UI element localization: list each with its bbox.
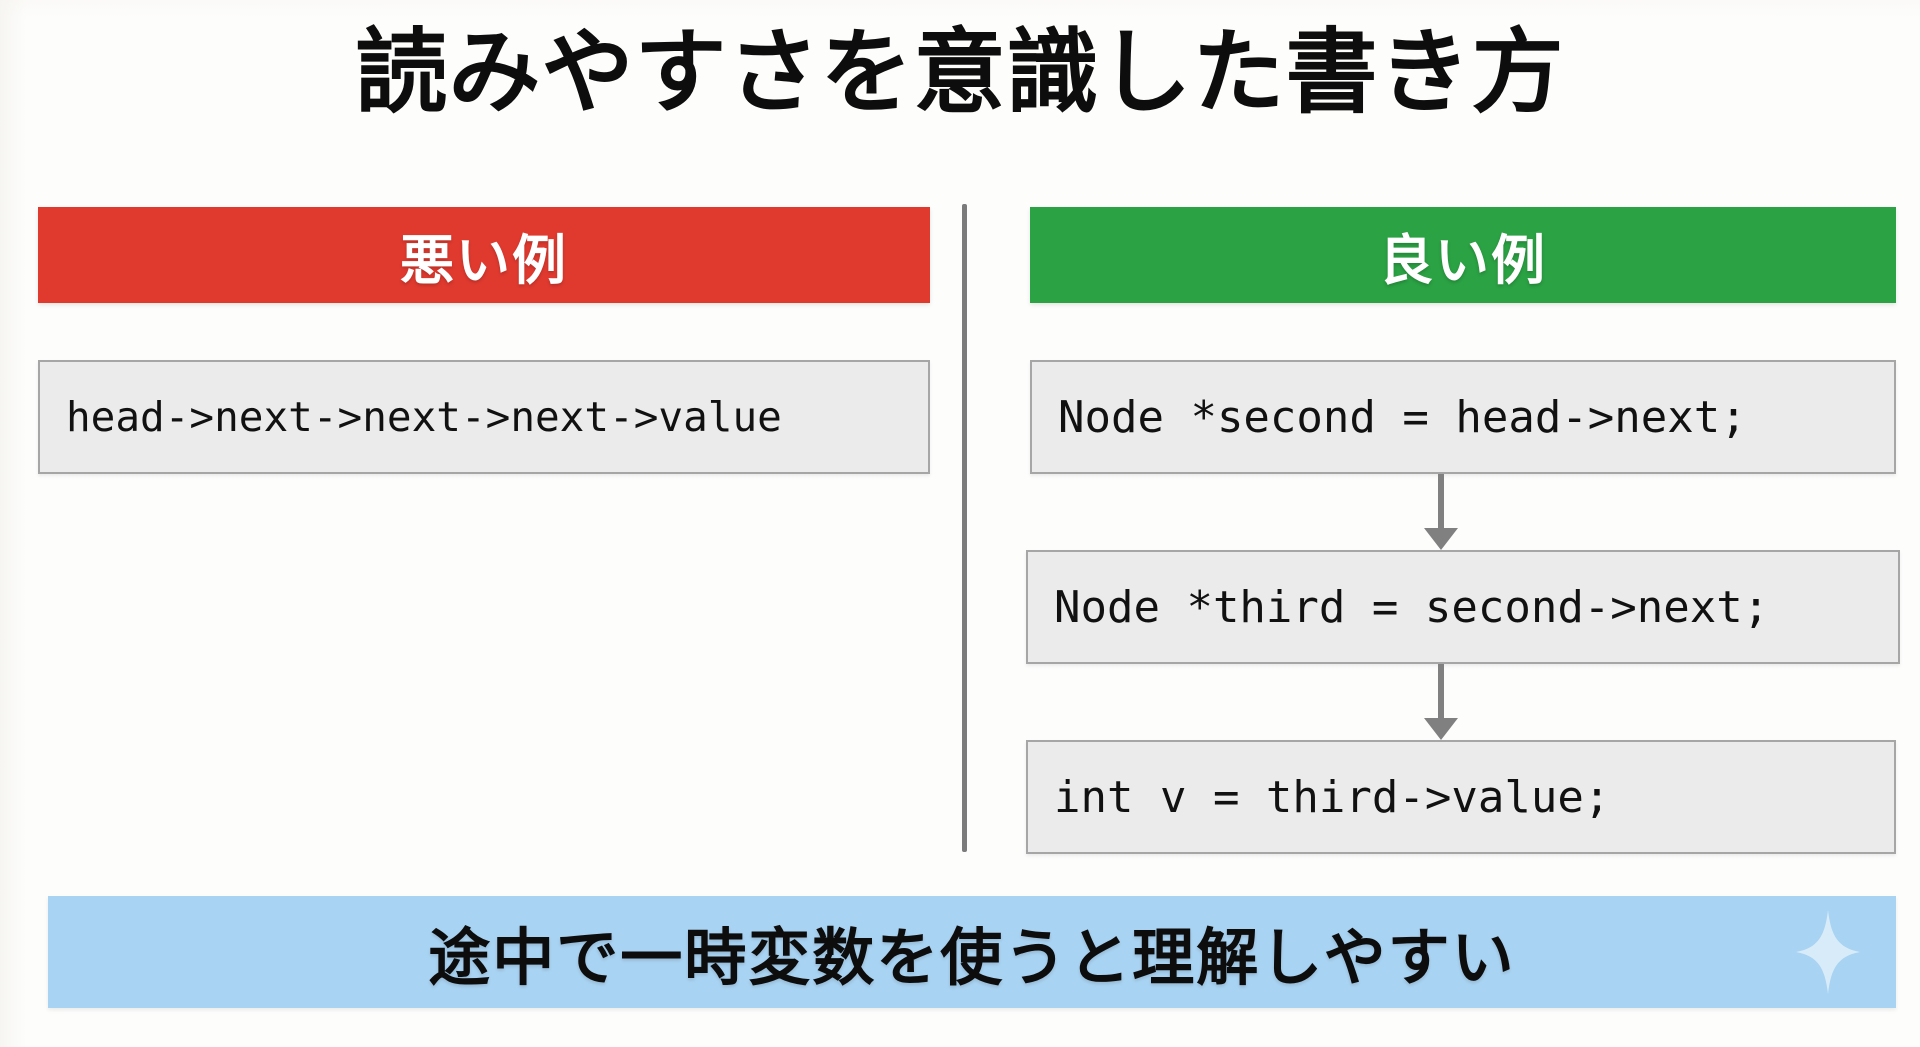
good-example-code-line-1: Node *second = head->next; xyxy=(1030,360,1896,474)
flow-arrow-down-icon-1 xyxy=(1424,474,1458,550)
bad-example-header-label: 悪い例 xyxy=(400,228,568,292)
good-example-header: 良い例 xyxy=(1030,207,1896,303)
page-title: 読みやすさを意識した書き方 xyxy=(355,19,1565,126)
flow-arrow-down-icon-2 xyxy=(1424,664,1458,740)
bad-example-code-line-1: head->next->next->next->value xyxy=(38,360,930,474)
column-divider xyxy=(962,204,967,852)
good-example-header-label: 良い例 xyxy=(1379,228,1547,292)
good-example-code-line-3: int v = third->value; xyxy=(1026,740,1896,854)
summary-banner-label: 途中で一時変数を使うと理解しやすい xyxy=(428,921,1516,994)
sparkle-icon xyxy=(1796,910,1860,994)
summary-banner: 途中で一時変数を使うと理解しやすい xyxy=(48,896,1896,1008)
bad-example-header: 悪い例 xyxy=(38,207,930,303)
good-example-code-line-2: Node *third = second->next; xyxy=(1026,550,1900,664)
